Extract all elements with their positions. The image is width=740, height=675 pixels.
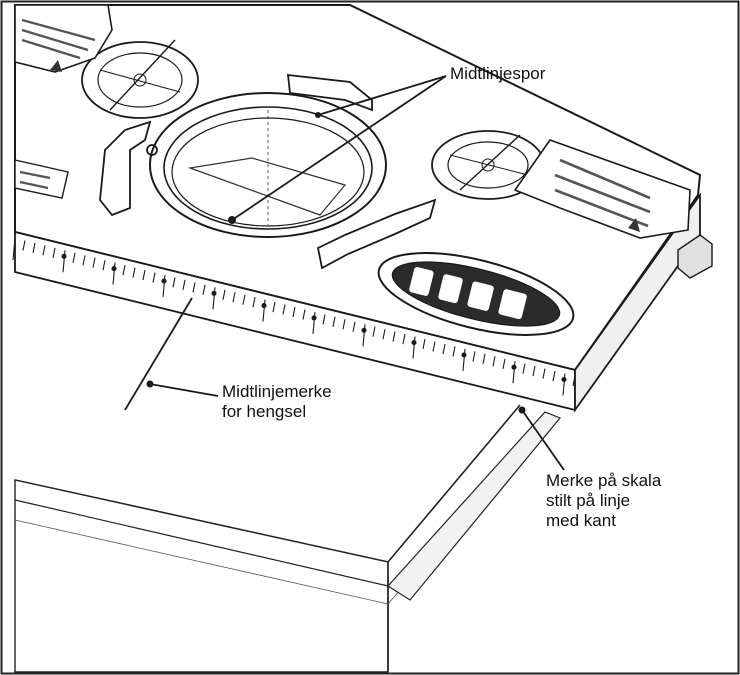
label-midtlinjemerke-for-hengsel: Midtlinjemerke for hengsel — [222, 382, 332, 421]
scale-tick — [172, 277, 176, 288]
scale-tick — [522, 363, 526, 374]
scale-tick — [492, 356, 496, 367]
scale-tick-dot — [561, 376, 567, 383]
warning-decal-top — [14, 4, 113, 73]
scale-ticks — [12, 237, 576, 396]
scale-tick — [22, 240, 26, 251]
scale-tick — [132, 267, 136, 278]
scale-tick — [192, 282, 196, 293]
scale-tick-dot — [411, 340, 417, 346]
scale-tick — [242, 294, 246, 305]
scale-tick-dot — [311, 315, 317, 321]
label-midtlinjespor: Midtlinjespor — [450, 64, 546, 83]
scale-tick — [352, 321, 356, 332]
scale-tick — [52, 247, 56, 259]
scale-tick — [402, 333, 406, 345]
scale-tick — [92, 257, 96, 268]
scale-tick — [422, 338, 426, 350]
leader-centerline-mark-dashed — [124, 297, 193, 411]
scale-tick — [452, 346, 456, 357]
scale-tick — [532, 365, 536, 377]
leader-lines — [124, 75, 565, 471]
scale-tick — [442, 343, 446, 355]
scale-tick — [292, 306, 296, 318]
scale-tick — [322, 314, 326, 325]
scale-tick — [252, 296, 256, 308]
scale-tick — [142, 269, 146, 281]
scale-tick — [552, 370, 556, 382]
small-decal-left — [14, 159, 69, 199]
circular-opening — [149, 92, 387, 238]
leader-midtlinjespor-top — [317, 75, 447, 116]
scale-tick — [482, 353, 486, 364]
scale-tick — [182, 279, 186, 291]
scale-tick — [282, 304, 286, 315]
scale-tick — [302, 309, 306, 320]
kreg-logo — [377, 252, 575, 336]
scale-tick-dot — [261, 303, 267, 309]
scale-tick — [82, 255, 86, 266]
leader-scale-mark — [521, 409, 565, 471]
scale-tick — [472, 351, 476, 362]
scale-tick — [102, 260, 106, 271]
scale-tick — [72, 252, 76, 263]
scale-tick — [332, 316, 336, 328]
scale-tick — [372, 326, 376, 337]
warning-decal-right — [513, 139, 691, 239]
scale-tick — [32, 242, 36, 254]
scale-tick-dot — [111, 266, 117, 272]
scale-tick — [232, 292, 236, 303]
scale-tick-dot — [61, 253, 67, 259]
scale-tick — [222, 289, 226, 300]
scale-tick-dot — [161, 278, 167, 284]
scale-tick-dot — [361, 327, 367, 333]
scale-tick — [502, 358, 506, 369]
clamp-blocks — [99, 73, 437, 270]
scale-tick-dot — [211, 290, 217, 296]
scale-tick — [152, 272, 156, 283]
scale-tick — [12, 237, 16, 261]
scale-tick — [272, 301, 276, 313]
scale-tick — [392, 331, 396, 342]
scale-tick — [342, 319, 346, 330]
scale-tick — [542, 368, 546, 379]
round-decal-left — [81, 39, 199, 119]
scale-tick — [42, 245, 46, 256]
leader-centerline-mark — [149, 383, 219, 397]
label-merke-paa-skala: Merke på skala stilt på linje med kant — [546, 471, 662, 530]
scale-tick — [432, 341, 436, 352]
leader-midtlinjespor-center — [231, 75, 447, 221]
scale-tick — [572, 375, 576, 387]
scale-tick-dot — [511, 364, 517, 370]
scale-tick — [382, 329, 386, 340]
scale-tick — [202, 284, 206, 295]
scale-tick-dot — [461, 352, 467, 358]
scale-tick — [122, 264, 126, 276]
